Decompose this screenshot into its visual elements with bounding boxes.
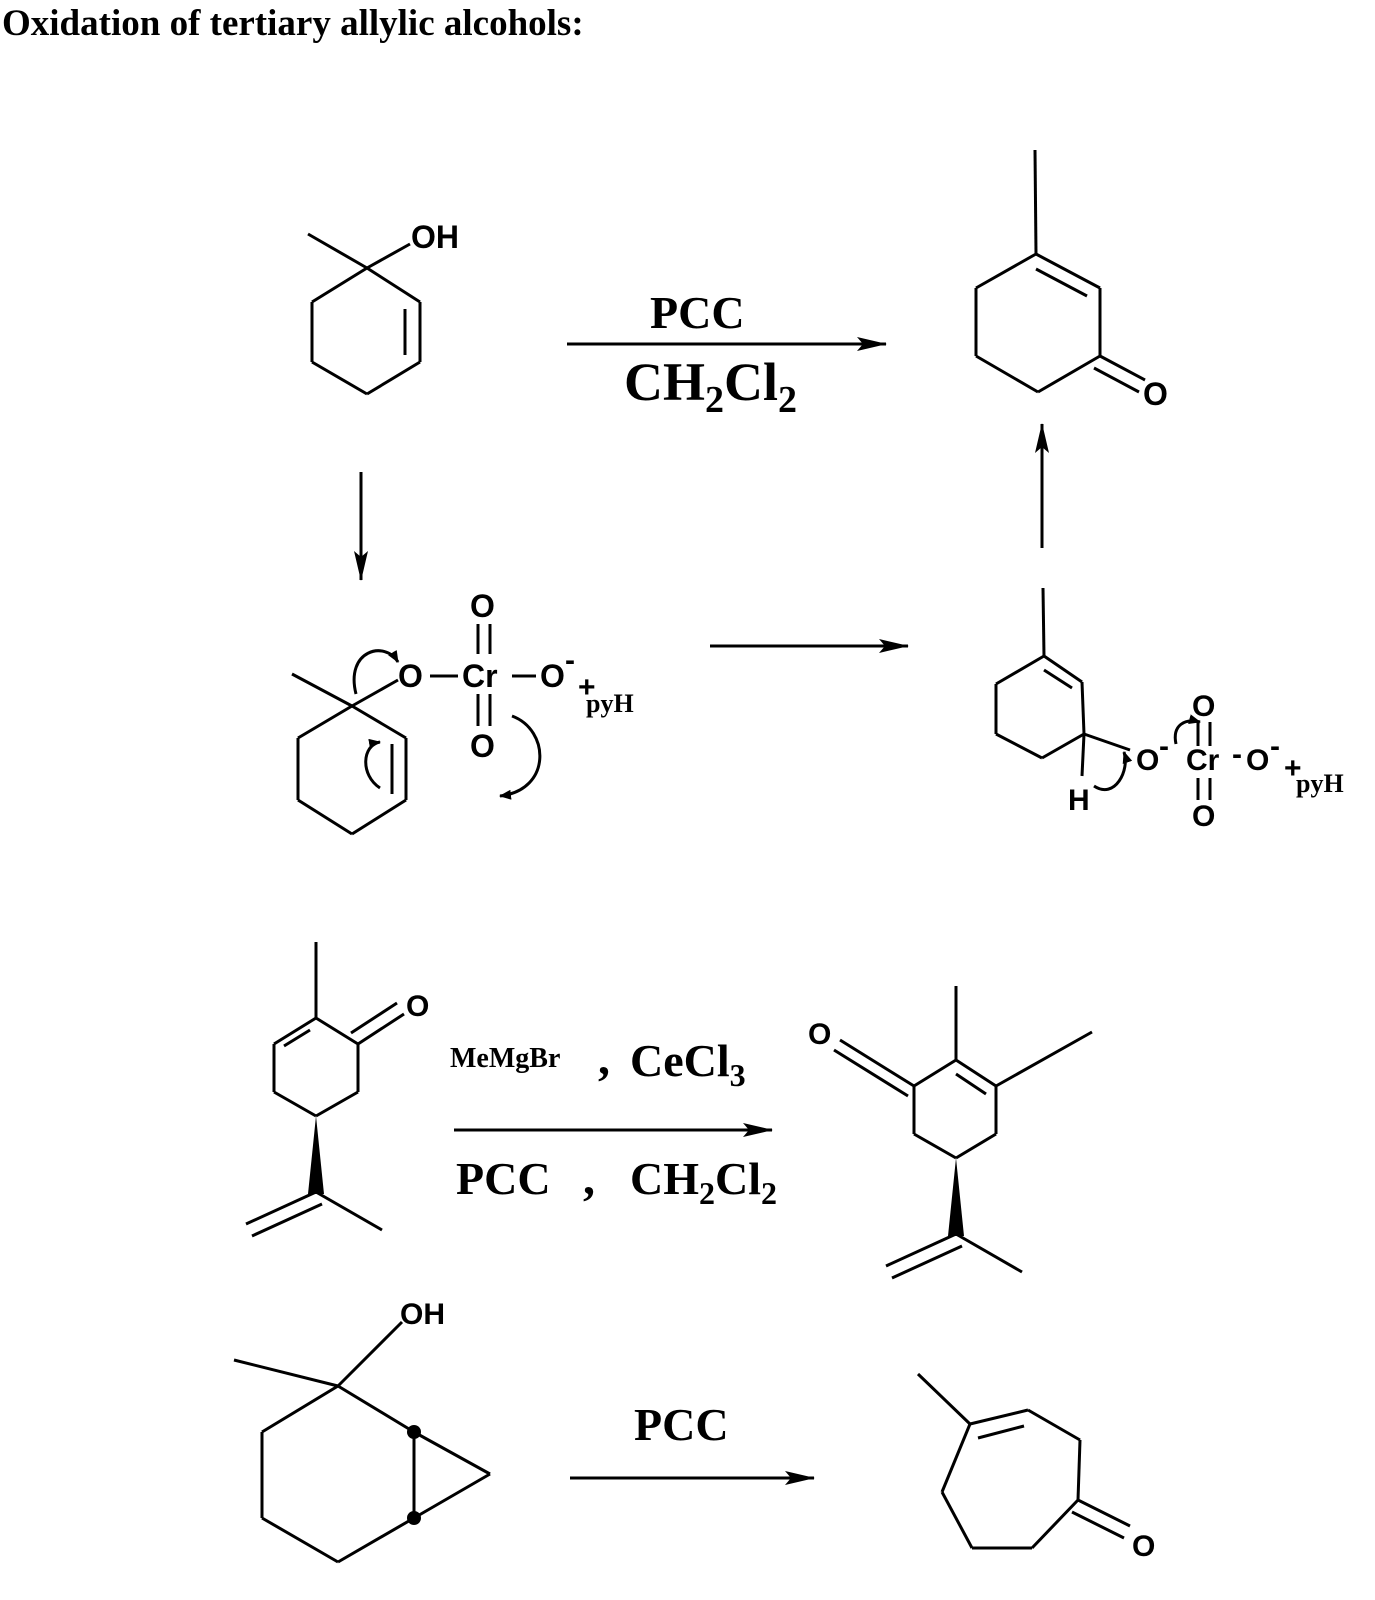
- solvent-ch2cl2: CH2Cl2: [624, 352, 797, 421]
- molecule-cycloheptenone: O: [916, 1372, 1155, 1563]
- molecule-1-methylcyclohexenol: OH: [307, 219, 459, 396]
- molecule-transposed-enone: O: [808, 986, 1093, 1280]
- comma-2: ,: [583, 1152, 595, 1205]
- bond-dash: -: [1232, 738, 1242, 771]
- atom-o-ester: O: [398, 658, 423, 694]
- solvent-ch2cl2-2: CH2Cl2: [630, 1153, 777, 1211]
- molecule-chromate-ester: O Cr O O O - + pyH: [291, 588, 634, 836]
- molecule-3-methylcyclohexenone: O: [974, 149, 1168, 412]
- atom-o-bottom: O: [470, 728, 495, 764]
- counterion-pyh-2: pyH: [1296, 769, 1344, 798]
- atom-o-bottom-2: O: [1192, 800, 1215, 833]
- page-title: Oxidation of tertiary allylic alcohols:: [2, 3, 584, 44]
- comma-1: ,: [598, 1032, 610, 1085]
- atom-o-product3: O: [1132, 1530, 1155, 1563]
- atom-o-top-2: O: [1192, 690, 1215, 723]
- reagent-pcc-2: PCC: [456, 1153, 551, 1204]
- atom-h: H: [1068, 784, 1090, 817]
- reaction-arrow-1: PCC CH2Cl2: [567, 287, 887, 421]
- molecule-bicyclic-alcohol: OH: [233, 1298, 491, 1564]
- atom-cr-2: Cr: [1186, 744, 1220, 777]
- reaction-arrow-2: MeMgBr , CeCl3 PCC , CH2Cl2: [450, 1032, 777, 1211]
- atom-o-top: O: [470, 588, 495, 624]
- atom-cr: Cr: [462, 658, 498, 694]
- charge-minus: -: [565, 644, 575, 677]
- reagent-cecl3: CeCl3: [630, 1035, 746, 1093]
- atom-oh: OH: [411, 219, 459, 255]
- atom-o-minus-2: O: [1246, 744, 1269, 777]
- reagent-memgbr: MeMgBr: [450, 1043, 560, 1074]
- charge-minus-2: -: [1159, 730, 1169, 763]
- reaction-arrow-3: PCC: [570, 1399, 815, 1485]
- charge-plus-2: +: [1284, 752, 1302, 785]
- reagent-pcc-3: PCC: [634, 1399, 729, 1450]
- reagent-pcc: PCC: [650, 287, 745, 338]
- atom-oh-3: OH: [400, 1298, 445, 1331]
- atom-o-carvone: O: [406, 990, 429, 1023]
- molecule-rearranged-ester: H O - Cr O O - O - + pyH: [994, 587, 1344, 833]
- counterion-pyh: pyH: [586, 689, 634, 718]
- charge-minus-3: -: [1270, 730, 1280, 763]
- atom-o-ester2: O: [1136, 744, 1159, 777]
- atom-o-minus: O: [540, 658, 565, 694]
- molecule-carvone: O: [245, 942, 429, 1238]
- atom-o-product2: O: [808, 1018, 831, 1051]
- charge-plus: +: [578, 671, 596, 704]
- atom-o: O: [1143, 376, 1168, 412]
